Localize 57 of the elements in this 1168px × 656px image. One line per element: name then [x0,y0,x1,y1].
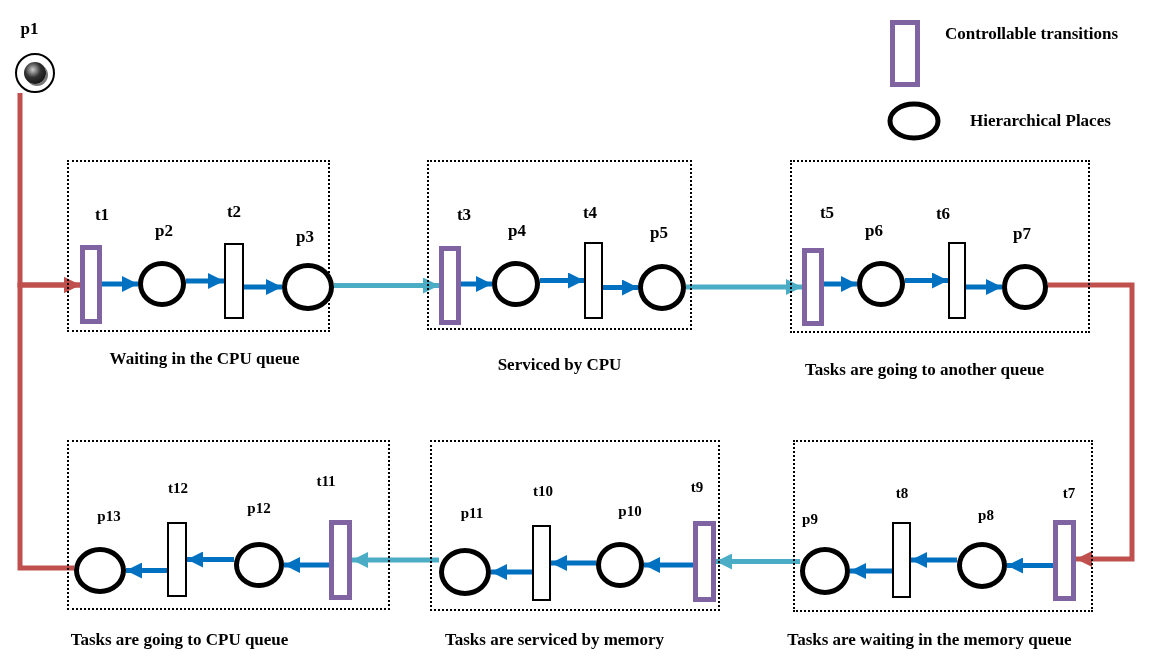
transition-label: t1 [94,205,110,225]
arrow [102,276,138,292]
place-label: p9 [802,510,818,529]
arrow [540,272,584,289]
arrow [284,557,329,573]
arrow [491,564,532,580]
arrow [551,555,596,571]
arrow [824,276,857,292]
legend-label: Hierarchical Places [970,111,1111,131]
arrow [1007,557,1053,574]
group-caption: Tasks are serviced by memory [444,629,665,650]
transition-label: t10 [533,482,553,501]
place-label: p13 [97,507,121,526]
place-label: p6 [865,221,883,241]
transition-label: t4 [582,203,598,223]
arrow [644,557,693,573]
arrow [126,562,167,579]
transition-label: t8 [895,484,909,503]
arrow [911,552,957,568]
place-label: p1 [20,18,39,39]
arrow [603,279,638,296]
group-caption: Tasks are going to CPU queue [70,629,289,650]
arrow [244,279,282,295]
arrow [966,279,1002,295]
place-label: p12 [247,499,271,518]
arrow [17,277,80,571]
transition-label: t2 [226,202,242,222]
place-label: p10 [618,502,642,521]
arrow [461,276,492,292]
arrow [1048,282,1135,567]
transition-label: t9 [690,478,704,497]
transition-label: t7 [1062,484,1076,503]
legend-label: Controllable transitions [945,24,1118,44]
arrow [187,551,234,568]
group-caption: Tasks are waiting in the memory queue [787,629,1072,650]
arrow [334,277,439,294]
transition-label: t12 [168,479,188,498]
group-caption: Serviced by CPU [497,354,622,375]
arrow [905,272,948,289]
arrow [686,279,802,295]
place-label: p2 [155,221,173,241]
arrow [186,273,224,289]
place-label: p8 [978,506,994,525]
transition-label: t3 [456,205,472,225]
arrow [716,553,800,570]
group-caption: Tasks are going to another queue [804,359,1045,380]
place-label: p7 [1013,224,1031,244]
arrow [352,552,439,568]
place-label: p3 [296,227,314,247]
place-label: p11 [460,504,484,523]
place-label: p4 [508,221,526,241]
group-caption: Waiting in the CPU queue [109,348,300,369]
transition-label: t6 [935,204,951,224]
transition-label: t5 [819,203,835,223]
arrow [850,563,892,579]
transition-label: t11 [316,472,336,491]
place-label: p5 [650,223,668,243]
